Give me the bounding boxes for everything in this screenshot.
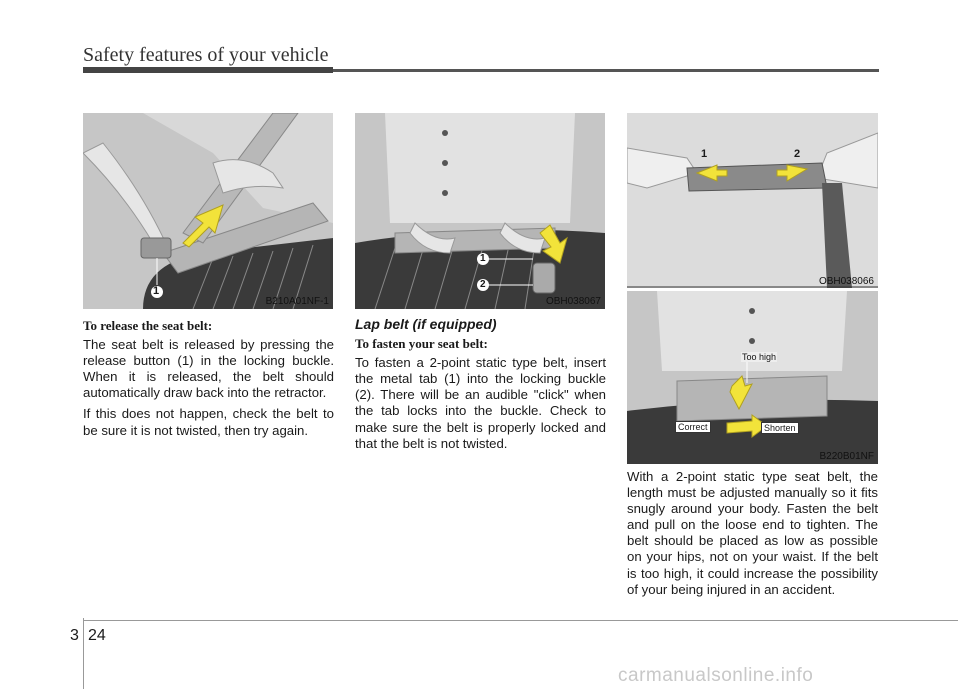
figure-code: B210A01NF-1 (265, 296, 329, 307)
figure-fasten-lap-belt: 1 2 OBH038067 (355, 113, 605, 309)
figure-adjust-belt: 1 2 OBH038066 (627, 113, 878, 288)
watermark: carmanualsonline.info (618, 665, 814, 686)
column-2-text: Lap belt (if equipped) To fasten your se… (355, 316, 606, 457)
label-too-high: Too high (741, 352, 778, 362)
paragraph: If this does not happen, check the belt … (83, 406, 334, 438)
label-correct: Correct (675, 421, 711, 433)
callout-1: 1 (701, 148, 708, 160)
column-3-text: With a 2-point static type seat belt, th… (627, 469, 878, 603)
callout-2: 2 (480, 279, 486, 290)
column-1-text: To release the seat belt: The seat belt … (83, 318, 334, 444)
subheading-fasten: To fasten your seat belt: (355, 336, 488, 352)
section-title-lap-belt: Lap belt (if equipped) (355, 316, 497, 332)
page-number: 24 (88, 627, 106, 644)
label-shorten: Shorten (761, 422, 799, 434)
figure-belt-position-illustration (627, 291, 878, 464)
figure-code: OBH038067 (545, 296, 601, 307)
figure-belt-position: Too high Correct Shorten B220B01NF (627, 291, 878, 464)
figure-code: B220B01NF (819, 451, 874, 462)
footer-rule-vertical (83, 618, 84, 689)
figure-code: OBH038066 (818, 276, 874, 287)
figure-release-belt-illustration (83, 113, 333, 309)
paragraph: The seat belt is released by pressing th… (83, 337, 334, 401)
paragraph: With a 2-point static type seat belt, th… (627, 469, 878, 597)
callout-1: 1 (480, 253, 486, 264)
header-rule (83, 69, 879, 72)
figure-release-belt: 1 B210A01NF-1 (83, 113, 333, 309)
subheading-release: To release the seat belt: (83, 318, 213, 333)
paragraph: To fasten a 2-point static type belt, in… (355, 355, 606, 451)
callout-1: 1 (153, 285, 160, 297)
page-header-title: Safety features of your vehicle (83, 44, 329, 66)
callout-2: 2 (794, 148, 801, 160)
chapter-number: 3 (70, 627, 79, 644)
header-rule-accent (83, 67, 333, 73)
footer-rule (83, 620, 958, 621)
figure-adjust-belt-illustration (627, 113, 878, 288)
figure-fasten-lap-belt-illustration (355, 113, 605, 309)
